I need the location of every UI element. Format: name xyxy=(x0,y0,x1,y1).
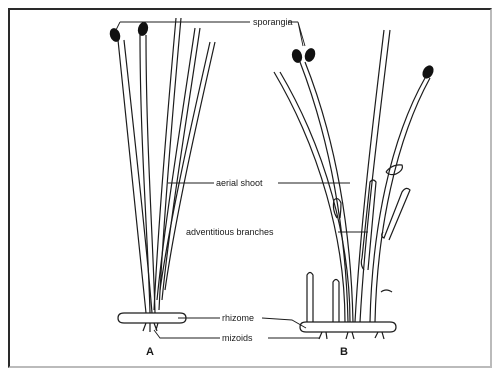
stalk-a-3 xyxy=(154,18,181,310)
short-shoot-b-1 xyxy=(307,273,313,323)
sporangium-b-1 xyxy=(290,48,303,64)
label-adventitious-branches: adventitious branches xyxy=(186,227,274,237)
plant-a xyxy=(108,18,215,332)
plant-b xyxy=(274,30,436,339)
plant-label-b: B xyxy=(340,346,348,358)
label-rhizome: rhizome xyxy=(222,313,254,323)
sporangium-b-3 xyxy=(420,63,436,80)
short-shoot-b-2 xyxy=(333,280,339,323)
shoot-b-spore-1 xyxy=(300,62,353,322)
rhizome-a xyxy=(118,313,186,323)
rhizome-b xyxy=(300,322,396,332)
label-mizoids: mizoids xyxy=(222,333,253,343)
label-aerial-shoot: aerial shoot xyxy=(216,178,263,188)
plant-label-a: A xyxy=(146,346,154,358)
adventitious-branch-5 xyxy=(381,290,392,292)
shoot-b-spore-2 xyxy=(370,78,430,322)
label-sporangia: sporangia xyxy=(253,17,293,27)
sporangium-a-1 xyxy=(108,27,122,44)
mizoids-b xyxy=(319,332,384,339)
mizoids-a xyxy=(143,323,158,332)
sporangium-b-2 xyxy=(303,47,317,64)
